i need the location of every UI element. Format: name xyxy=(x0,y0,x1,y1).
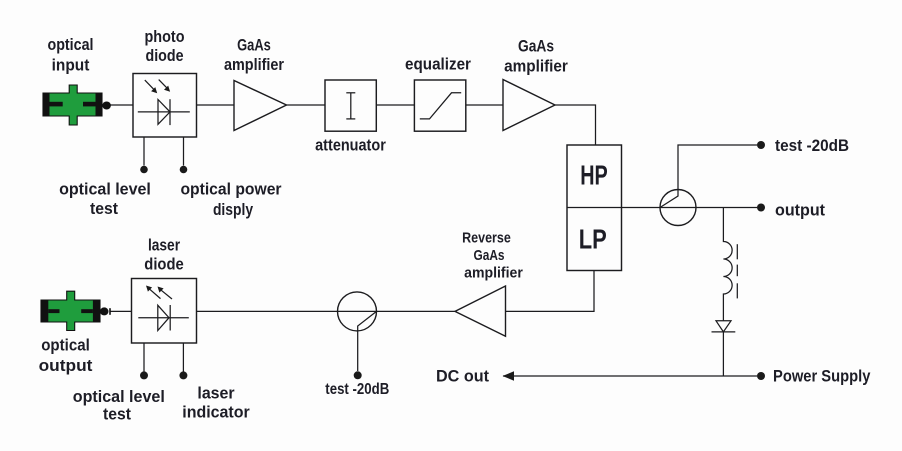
svg-text:disply: disply xyxy=(213,200,254,219)
svg-text:photo: photo xyxy=(145,27,185,46)
svg-text:test -20dB: test -20dB xyxy=(775,136,849,155)
svg-text:indicator: indicator xyxy=(182,402,250,421)
svg-text:test: test xyxy=(90,199,118,218)
svg-text:optical: optical xyxy=(41,336,90,355)
svg-text:optical: optical xyxy=(48,35,94,54)
svg-text:GaAs: GaAs xyxy=(237,36,271,55)
svg-text:laser: laser xyxy=(148,236,180,255)
svg-text:output: output xyxy=(775,201,825,220)
svg-text:output: output xyxy=(39,356,93,375)
svg-text:optical power: optical power xyxy=(180,180,281,199)
svg-text:Power Supply: Power Supply xyxy=(773,367,871,386)
svg-text:laser: laser xyxy=(197,384,235,403)
svg-text:optical level: optical level xyxy=(73,387,165,406)
svg-text:HP: HP xyxy=(580,159,608,190)
svg-text:input: input xyxy=(52,56,90,75)
svg-text:test: test xyxy=(103,405,131,424)
svg-text:equalizer: equalizer xyxy=(405,55,471,74)
svg-text:diode: diode xyxy=(144,255,183,274)
svg-text:attenuator: attenuator xyxy=(315,136,386,155)
svg-text:Reverse: Reverse xyxy=(462,230,511,247)
svg-text:optical level: optical level xyxy=(59,180,151,199)
svg-text:LP: LP xyxy=(579,224,607,255)
svg-text:amplifier: amplifier xyxy=(464,265,523,282)
svg-text:GaAs: GaAs xyxy=(474,247,505,264)
svg-text:test -20dB: test -20dB xyxy=(325,381,389,398)
svg-text:amplifier: amplifier xyxy=(224,55,284,74)
svg-text:diode: diode xyxy=(146,46,184,65)
svg-text:DC out: DC out xyxy=(436,367,489,386)
svg-text:amplifier: amplifier xyxy=(504,57,568,76)
svg-text:GaAs: GaAs xyxy=(518,37,554,56)
